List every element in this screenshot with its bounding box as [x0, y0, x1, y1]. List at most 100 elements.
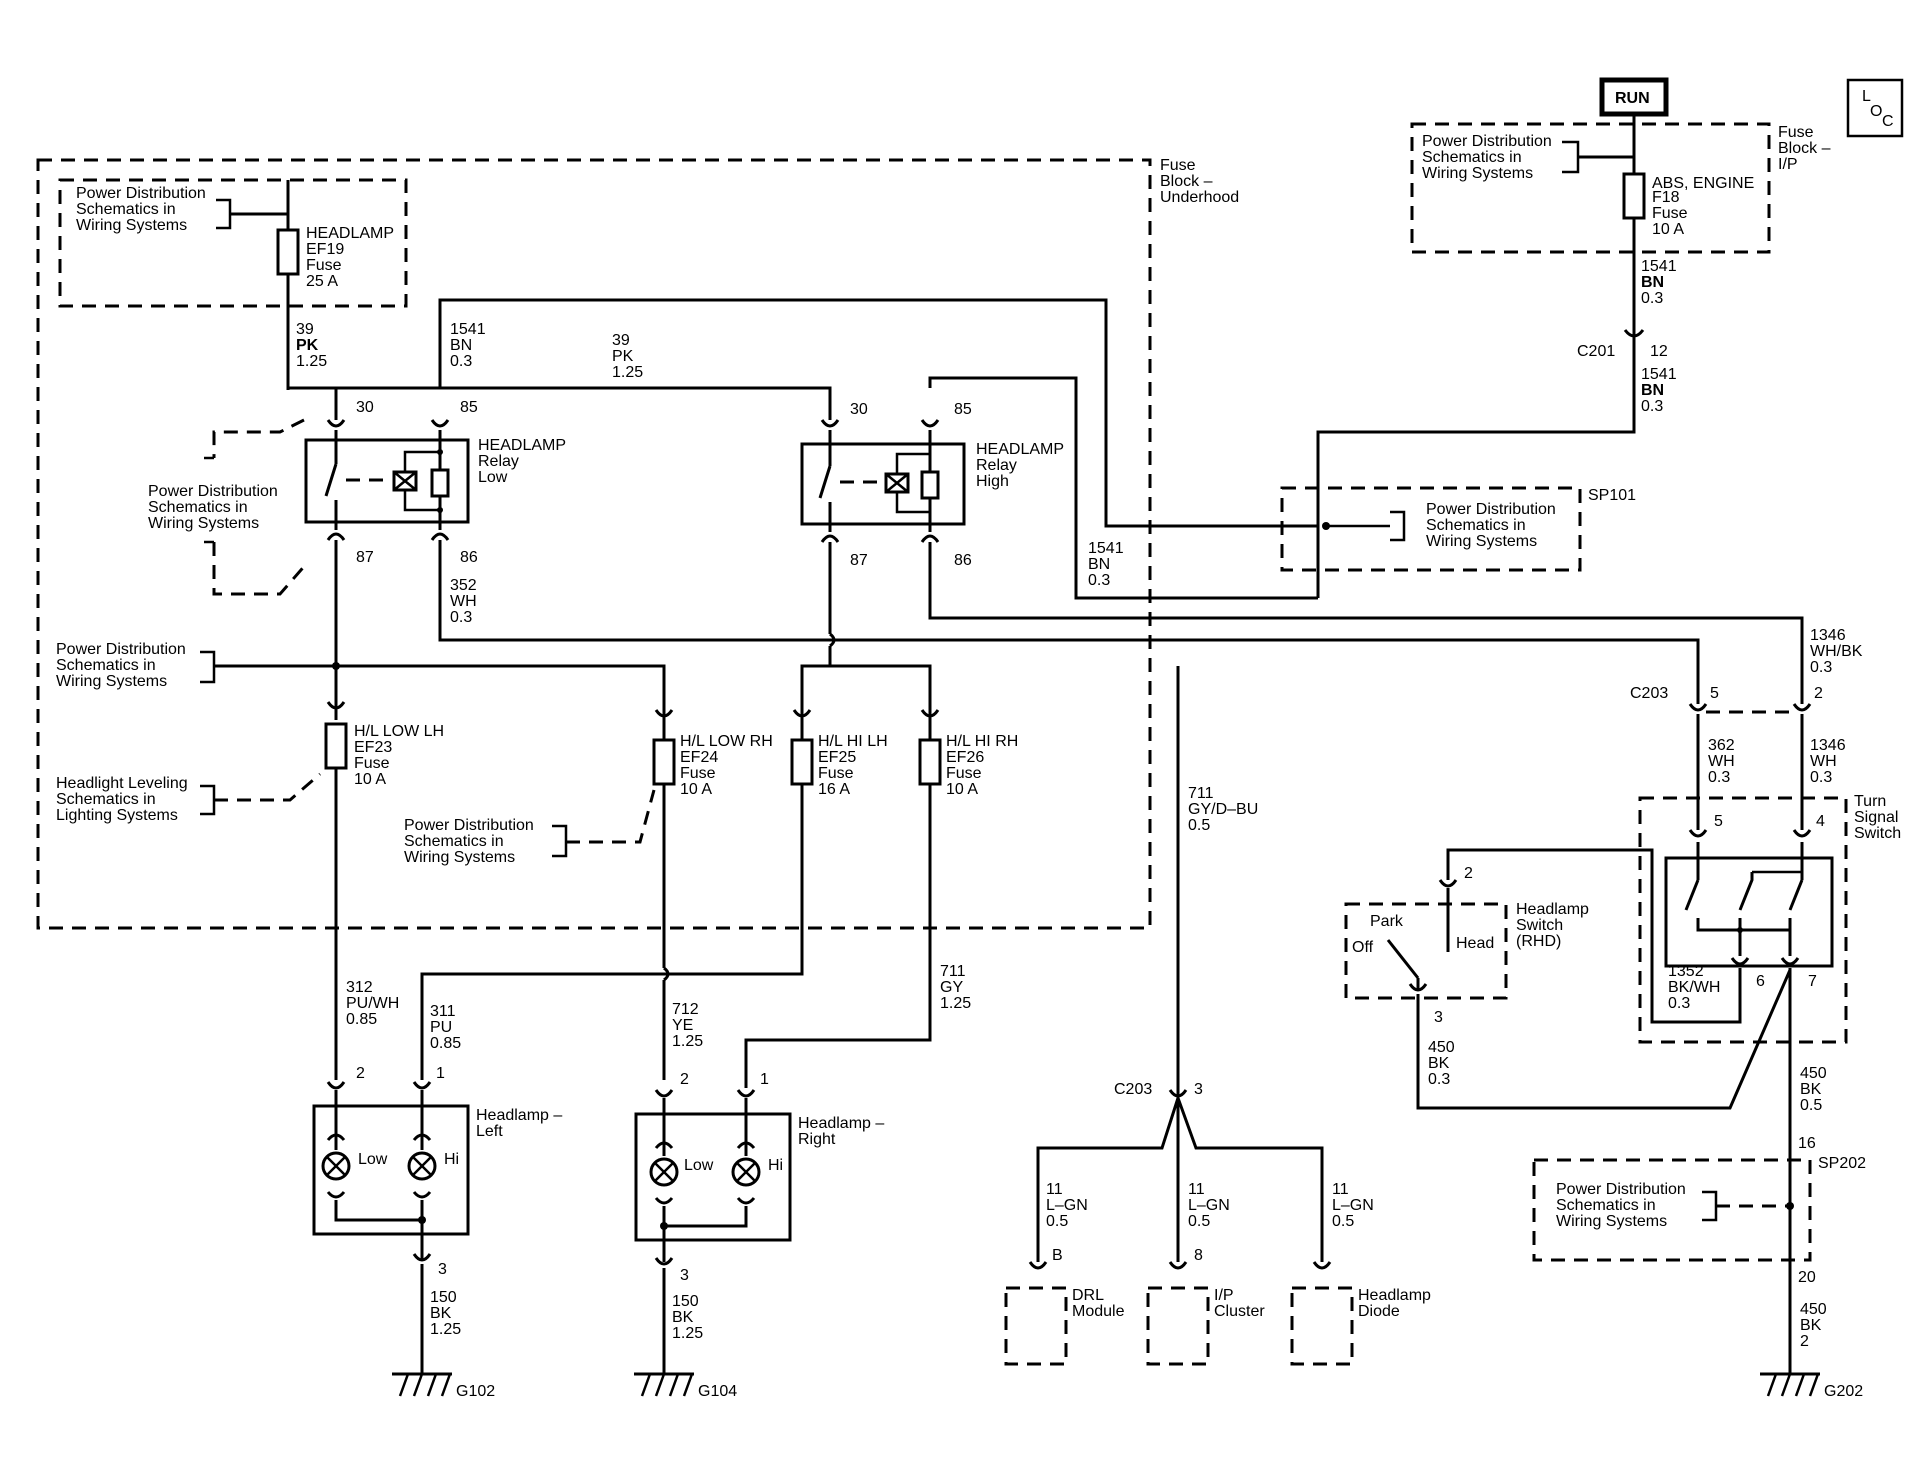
svg-text:30: 30 — [850, 401, 868, 418]
svg-text:1: 1 — [760, 1071, 769, 1088]
svg-text:1541: 1541 — [1641, 258, 1677, 275]
svg-text:DRL: DRL — [1072, 1287, 1104, 1304]
svg-text:Wiring Systems: Wiring Systems — [56, 673, 167, 690]
svg-text:150: 150 — [430, 1289, 457, 1306]
svg-text:C: C — [1882, 113, 1894, 130]
ground-g102: G102 — [392, 1372, 495, 1400]
fuse-block-underhood — [36, 158, 1152, 930]
svg-text:86: 86 — [460, 549, 478, 566]
svg-text:C201: C201 — [1577, 343, 1615, 360]
svg-text:PU/WH: PU/WH — [346, 995, 399, 1012]
svg-text:Block –: Block – — [1778, 140, 1831, 157]
svg-text:1352: 1352 — [1668, 963, 1704, 980]
svg-text:Schematics in: Schematics in — [56, 657, 156, 674]
svg-text:1.25: 1.25 — [296, 353, 327, 370]
svg-text:Wiring Systems: Wiring Systems — [404, 849, 515, 866]
svg-text:Wiring Systems: Wiring Systems — [1422, 165, 1533, 182]
svg-text:BN: BN — [1088, 556, 1110, 573]
svg-text:EF25: EF25 — [818, 749, 856, 766]
svg-text:HEADLAMP: HEADLAMP — [306, 225, 394, 242]
svg-text:5: 5 — [1714, 813, 1723, 830]
svg-text:Schematics in: Schematics in — [1426, 517, 1526, 534]
svg-text:PU: PU — [430, 1019, 452, 1036]
svg-text:312: 312 — [346, 979, 373, 996]
svg-text:0.3: 0.3 — [450, 609, 472, 626]
svg-text:SP101: SP101 — [1588, 487, 1636, 504]
svg-text:BN: BN — [450, 337, 472, 354]
svg-text:BK: BK — [672, 1309, 694, 1326]
svg-text:Schematics in: Schematics in — [1556, 1197, 1656, 1214]
svg-text:2: 2 — [680, 1071, 689, 1088]
svg-text:G202: G202 — [1824, 1383, 1863, 1400]
svg-text:3: 3 — [680, 1267, 689, 1284]
svg-text:Switch: Switch — [1516, 917, 1563, 934]
svg-text:Power Distribution: Power Distribution — [76, 185, 206, 202]
svg-text:1541: 1541 — [1088, 540, 1124, 557]
fuse-ef25: H/L HI LH EF25 Fuse 16 A — [790, 709, 888, 798]
svg-text:3: 3 — [1434, 1009, 1443, 1026]
svg-text:8: 8 — [1194, 1247, 1203, 1264]
fuse-ef24: H/L LOW RH EF24 Fuse 10 A — [652, 709, 773, 798]
svg-text:0.3: 0.3 — [1810, 659, 1832, 676]
svg-text:HEADLAMP: HEADLAMP — [478, 437, 566, 454]
svg-text:11: 11 — [1046, 1181, 1063, 1198]
svg-text:B: B — [1052, 1247, 1063, 1264]
fuse-ef23: H/L LOW LH EF23 Fuse 10 A — [324, 540, 444, 788]
svg-text:Fuse: Fuse — [1778, 124, 1814, 141]
svg-text:Park: Park — [1370, 913, 1404, 930]
svg-text:86: 86 — [954, 552, 972, 569]
svg-text:30: 30 — [356, 399, 374, 416]
svg-text:0.5: 0.5 — [1800, 1097, 1822, 1114]
loc-tag: L O C — [1846, 78, 1904, 138]
svg-text:Power Distribution: Power Distribution — [1556, 1181, 1686, 1198]
svg-text:Hi: Hi — [768, 1157, 783, 1174]
svg-text:12: 12 — [1650, 343, 1668, 360]
svg-text:L–GN: L–GN — [1332, 1197, 1374, 1214]
svg-text:1346: 1346 — [1810, 737, 1846, 754]
svg-text:6: 6 — [1756, 973, 1765, 990]
headlamp-diode: Headlamp Diode — [1290, 1261, 1431, 1366]
svg-text:1: 1 — [436, 1065, 445, 1082]
svg-text:PK: PK — [296, 337, 319, 354]
headlamp-right: 2 1 Headlamp – Right Low Hi 3 — [634, 1071, 884, 1374]
svg-text:BK: BK — [1428, 1055, 1450, 1072]
svg-text:Wiring Systems: Wiring Systems — [148, 515, 259, 532]
svg-text:Schematics in: Schematics in — [148, 499, 248, 516]
svg-text:711: 711 — [1188, 785, 1214, 802]
svg-text:Low: Low — [358, 1151, 388, 1168]
turn-signal-switch: Turn Signal Switch 5 4 6 7 1352 BK/WH 0.… — [1446, 793, 1901, 1044]
svg-text:Fuse: Fuse — [306, 257, 342, 274]
svg-text:Left: Left — [476, 1123, 503, 1140]
svg-text:39: 39 — [296, 321, 314, 338]
svg-text:BK: BK — [430, 1305, 452, 1322]
svg-text:2: 2 — [1814, 685, 1823, 702]
svg-text:10 A: 10 A — [680, 781, 712, 798]
svg-text:0.85: 0.85 — [430, 1035, 461, 1052]
svg-text:352: 352 — [450, 577, 477, 594]
svg-text:I/P: I/P — [1214, 1287, 1234, 1304]
svg-text:150: 150 — [672, 1293, 699, 1310]
svg-text:0.5: 0.5 — [1046, 1213, 1068, 1230]
svg-text:Headlight Leveling: Headlight Leveling — [56, 775, 188, 792]
svg-text:Right: Right — [798, 1131, 836, 1148]
svg-text:Switch: Switch — [1854, 825, 1901, 842]
svg-text:0.5: 0.5 — [1332, 1213, 1354, 1230]
svg-text:39: 39 — [612, 332, 630, 349]
svg-text:Wiring Systems: Wiring Systems — [76, 217, 187, 234]
svg-text:3: 3 — [1194, 1081, 1203, 1098]
svg-text:10 A: 10 A — [1652, 221, 1684, 238]
svg-text:0.3: 0.3 — [1641, 398, 1663, 415]
svg-text:Headlamp: Headlamp — [1516, 901, 1589, 918]
svg-text:2: 2 — [1800, 1333, 1809, 1350]
svg-text:Module: Module — [1072, 1303, 1125, 1320]
svg-text:7: 7 — [1808, 973, 1817, 990]
svg-text:H/L HI LH: H/L HI LH — [818, 733, 888, 750]
svg-text:Low: Low — [478, 469, 508, 486]
svg-text:20: 20 — [1798, 1269, 1816, 1286]
svg-text:(RHD): (RHD) — [1516, 933, 1561, 950]
svg-text:BK: BK — [1800, 1317, 1822, 1334]
svg-text:WH: WH — [1810, 753, 1837, 770]
svg-text:85: 85 — [954, 401, 972, 418]
svg-text:5: 5 — [1710, 685, 1719, 702]
